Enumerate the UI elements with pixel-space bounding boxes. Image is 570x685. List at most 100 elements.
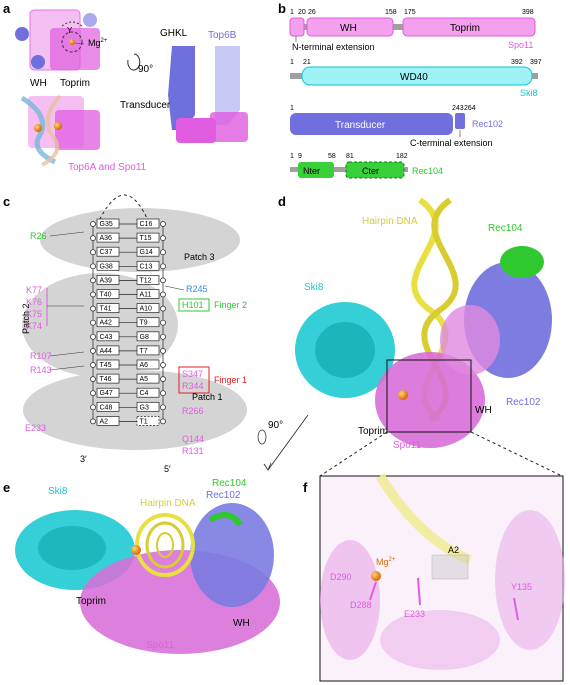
- panel-a-top6b: Top6B: [208, 30, 237, 41]
- nucleotide-box: [136, 331, 160, 342]
- dna-schematic-strand-2: [41, 94, 62, 167]
- svg-text:1: 1: [290, 9, 294, 16]
- sugar-marker: [160, 235, 166, 241]
- svg-text:1: 1: [290, 153, 294, 160]
- panel-a: a Y Mg2+ WH Toprim Top6A and Spo11 90° G…: [3, 1, 248, 173]
- nucleotide-box: [136, 218, 160, 229]
- rotation-arrow-d: [257, 429, 267, 445]
- nucleotide-box: [96, 416, 120, 426]
- nucleotide-box: [96, 246, 120, 257]
- nucleotide-label: C13: [140, 263, 153, 270]
- svg-text:264: 264: [464, 105, 476, 112]
- nucleotide-box: [136, 345, 160, 356]
- nucleotide-box: [136, 232, 160, 243]
- nucleotide-box: [96, 232, 120, 243]
- toprim-block-left: [176, 118, 216, 143]
- svg-text:3′: 3′: [80, 454, 87, 464]
- svg-text:Hairpin DNA: Hairpin DNA: [140, 498, 196, 509]
- svg-text:20: 20: [298, 9, 306, 16]
- wh-circle-icon-3: [31, 55, 45, 69]
- svg-text:D288: D288: [350, 600, 372, 610]
- svg-text:Hairpin DNA: Hairpin DNA: [362, 216, 418, 227]
- svg-text:Rec102: Rec102: [506, 397, 541, 408]
- toprim-block-right: [210, 112, 248, 142]
- sugar-marker: [160, 305, 166, 312]
- nucleotide-box: [136, 246, 160, 257]
- nucleotide-box: [136, 401, 160, 412]
- ski8-wd40-domain: [301, 66, 533, 86]
- sugar-marker: [90, 390, 96, 397]
- sugar-marker: [160, 277, 166, 284]
- sugar-marker: [160, 291, 166, 298]
- mg-ion-icon-bottom: [34, 124, 42, 132]
- nucleotide-box: [136, 260, 160, 271]
- svg-text:26: 26: [308, 9, 316, 16]
- nucleotide-label: A6: [140, 362, 149, 369]
- nucleotide-box: [136, 373, 160, 384]
- svg-text:Rec104: Rec104: [212, 478, 247, 489]
- svg-text:A2: A2: [448, 545, 459, 555]
- panel-label-c: c: [3, 194, 10, 209]
- nucleotide-label: C4: [140, 390, 149, 397]
- panel-label-a: a: [3, 1, 11, 16]
- svg-text:158: 158: [385, 9, 397, 16]
- svg-text:R344: R344: [182, 381, 204, 391]
- panel-a-ghkl: GHKL: [160, 28, 188, 39]
- svg-text:Transducer: Transducer: [335, 120, 386, 131]
- svg-text:397: 397: [530, 59, 542, 66]
- sugar-marker: [160, 263, 166, 270]
- nucleotide-box: [96, 303, 120, 313]
- finger1-box: [178, 366, 210, 394]
- svg-text:Ski8: Ski8: [304, 282, 324, 293]
- panel-a-y: Y: [67, 26, 73, 35]
- mg-ion-f: [371, 571, 381, 581]
- wh-circle-icon: [15, 27, 29, 41]
- nucleotide-label: T7: [140, 348, 148, 355]
- spo11-structure: [375, 352, 485, 448]
- sugar-marker: [160, 221, 166, 227]
- sugar-marker: [90, 277, 96, 284]
- svg-text:K75: K75: [26, 309, 42, 319]
- sugar-marker: [160, 319, 166, 326]
- svg-text:K74: K74: [26, 321, 42, 331]
- svg-text:K76: K76: [26, 297, 42, 307]
- panel-e: e Ski8 Hairpin DNA Rec104 Rec102 Toprim …: [3, 478, 280, 654]
- panel-label-f: f: [303, 480, 308, 495]
- nucleotide-box: [96, 260, 120, 271]
- sugar-marker: [160, 376, 166, 382]
- svg-text:D290: D290: [330, 572, 352, 582]
- rec104-cter-domain: [345, 161, 405, 179]
- svg-text:Toprim: Toprim: [358, 426, 388, 437]
- nucleotide-label: T45: [100, 362, 112, 369]
- sugar-marker: [160, 404, 166, 411]
- sugar-marker: [90, 305, 96, 312]
- svg-text:Ski8: Ski8: [48, 486, 68, 497]
- svg-text:R131: R131: [182, 446, 204, 456]
- nucleotide-box: [96, 275, 120, 285]
- svg-text:Y135: Y135: [511, 582, 532, 592]
- svg-text:C-terminal extension: C-terminal extension: [410, 138, 493, 148]
- panel-a-rotation: 90°: [138, 64, 153, 75]
- nucleotide-label: T1: [140, 418, 148, 425]
- sugar-marker: [90, 263, 96, 270]
- svg-text:182: 182: [396, 153, 408, 160]
- svg-text:Ski8: Ski8: [520, 88, 538, 98]
- svg-text:Spo11: Spo11: [393, 440, 422, 451]
- nucleotide-box: [96, 387, 120, 398]
- sugar-marker: [90, 249, 96, 256]
- nucleotide-label: G8: [140, 334, 149, 341]
- nucleotide-label: T12: [140, 277, 152, 284]
- nucleotide-label: A44: [100, 348, 113, 355]
- svg-text:9: 9: [298, 153, 302, 160]
- panel-label-d: d: [278, 194, 286, 209]
- rotation-arrow-icon: [127, 53, 141, 71]
- sugar-marker: [90, 291, 96, 298]
- nucleotide-box: [96, 373, 120, 384]
- nucleotide-label: G14: [140, 249, 153, 256]
- nucleotide-label: A11: [140, 292, 152, 299]
- nucleotide-label: G3: [140, 404, 149, 411]
- nucleotide-label: A36: [100, 235, 113, 242]
- nucleotide-label: C37: [100, 249, 113, 256]
- nucleotide-box: [136, 317, 160, 328]
